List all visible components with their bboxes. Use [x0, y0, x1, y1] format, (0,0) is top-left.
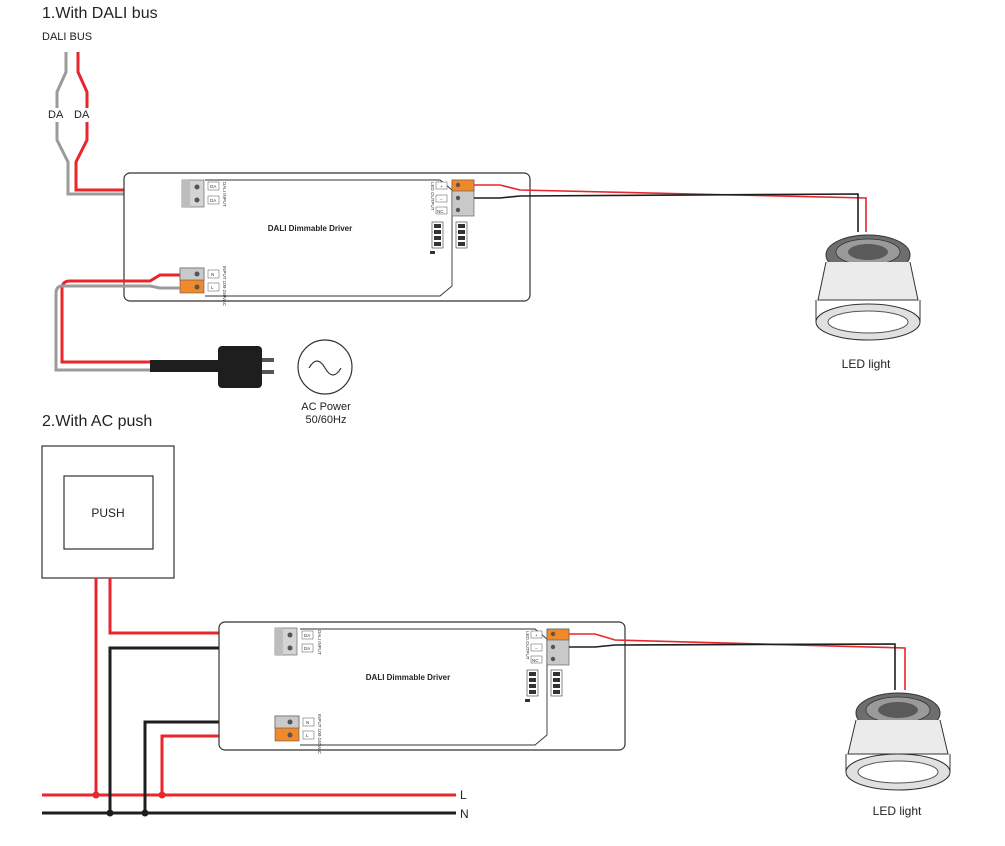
led-wires-1: [474, 184, 867, 232]
dali-bus-label: DALI BUS: [42, 31, 92, 43]
driver-2-input-group: INPUT 100-240VAC: [317, 714, 322, 755]
driver-2-out-minus: −: [535, 646, 538, 651]
led-light-icon-1: [815, 234, 921, 341]
driver-2-dali-term-2: DA: [304, 646, 310, 651]
power-cord: [150, 360, 220, 372]
line-l-label: L: [460, 788, 467, 802]
driver-1-dali-term-2: DA: [210, 198, 216, 203]
junction-dots: [92, 791, 166, 817]
driver-2-dali-group: DALI INPUT: [317, 630, 322, 655]
plug-icon: [218, 346, 274, 388]
dali-red-wire-top: [76, 52, 89, 108]
driver-1-title: DALI Dimmable Driver: [268, 224, 352, 233]
driver-2-pcb-outline: [300, 628, 548, 746]
driver-2: DALI Dimmable Driver DA DA DALI INPUT N …: [218, 621, 626, 755]
led-wires-2: [569, 633, 906, 690]
driver-1-output-group: LED OUTPUT: [430, 182, 435, 211]
driver-2-casing: [218, 621, 626, 751]
ac-power-freq: 50/60Hz: [306, 414, 347, 426]
mains-cable-1: [54, 273, 220, 372]
driver-1-input-term-n: N: [211, 272, 214, 277]
ac-power-label: AC Power: [301, 401, 351, 413]
driver-1-dip-switches: [430, 221, 468, 254]
dali-gray-wire-top: [55, 52, 68, 108]
push-button[interactable]: [63, 475, 154, 550]
driver-2-out-nc: NC: [532, 658, 539, 663]
led-light-label-1: LED light: [842, 357, 891, 371]
driver-1: DALI Dimmable Driver DA DA DALI INPUT N …: [123, 172, 531, 307]
driver-1-dali-terminal: DA DA DALI INPUT: [181, 179, 227, 208]
driver-1-input-term-l: L: [211, 285, 214, 290]
ac-source-icon: [297, 339, 353, 395]
driver-1-input-terminal: N L INPUT 100-240VAC: [179, 266, 227, 307]
driver-1-out-plus: +: [440, 184, 443, 189]
driver-2-out-plus: +: [535, 633, 538, 638]
driver-2-title: DALI Dimmable Driver: [366, 673, 450, 682]
line-n-label: N: [460, 807, 469, 821]
driver-1-input-group: INPUT 100-240VAC: [222, 266, 227, 307]
driver-1-pcb-outline: [205, 179, 453, 297]
driver-2-dali-terminal: DA DA DALI INPUT: [274, 627, 322, 656]
driver-2-output-group: LED OUTPUT: [525, 631, 530, 660]
driver-1-out-nc: NC: [437, 209, 444, 214]
push-switch[interactable]: PUSH: [41, 445, 175, 579]
mains-red-wire-1: [60, 273, 180, 364]
driver-1-output-terminal: + − NC LED OUTPUT: [430, 179, 475, 217]
driver-1-dali-term-1: DA: [210, 184, 216, 189]
push-label: PUSH: [91, 506, 124, 520]
led-light-label-2: LED light: [873, 804, 922, 818]
driver-2-input-term-l: L: [306, 733, 309, 738]
da-label-right: DA: [74, 109, 90, 121]
driver-2-output-terminal: + − NC LED OUTPUT: [525, 628, 570, 666]
driver-2-input-terminal: N L INPUT 100-240VAC: [274, 714, 322, 755]
da-label-left: DA: [48, 109, 64, 121]
driver-2-dip-switches: [525, 669, 563, 702]
driver-1-casing: [123, 172, 531, 302]
driver-2-input-term-n: N: [306, 720, 309, 725]
led-light-icon-2: [845, 692, 951, 791]
driver-2-dali-term-1: DA: [304, 633, 310, 638]
mains-gray-wire-1: [54, 284, 180, 372]
driver-1-out-minus: −: [440, 197, 443, 202]
mains-bus: [42, 793, 456, 815]
section2-heading: 2.With AC push: [42, 413, 152, 430]
section1-heading: 1.With DALI bus: [42, 5, 158, 22]
driver-1-dali-group: DALI INPUT: [222, 182, 227, 207]
